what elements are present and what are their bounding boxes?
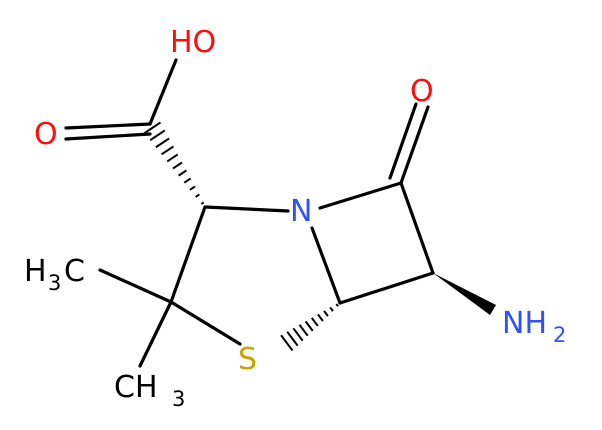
methyl-upper-subscript: 3 <box>48 271 61 295</box>
bond-acid-c-oh <box>148 58 178 126</box>
hydroxyl-label: HO <box>170 25 216 60</box>
hash-stroke-sulfur <box>292 327 304 342</box>
hash-stroke-sulfur <box>335 303 339 307</box>
methyl-lower-subscript: 3 <box>172 387 185 411</box>
hash-stroke-acid <box>166 153 179 163</box>
methyl-lower-label: CH <box>114 370 158 405</box>
bond-c7-o-2 <box>388 102 418 180</box>
hash-stroke-sulfur <box>298 324 309 337</box>
hash-stroke-acid <box>160 145 175 156</box>
hash-stroke-sulfur <box>323 310 329 317</box>
ring-nitrogen-label: N <box>290 194 312 229</box>
bond-n-c7 <box>318 181 403 210</box>
hash-stroke-acid <box>183 177 192 184</box>
bond-acid-c-o-2 <box>64 132 152 141</box>
bond-acid-c-o-1 <box>64 122 152 130</box>
bond-c7-o-1 <box>399 105 430 185</box>
methyl-upper-c-label: C <box>64 254 85 289</box>
sulfur-label: S <box>238 342 257 377</box>
bond-c5-n <box>310 226 342 305</box>
hash-stroke-sulfur <box>304 320 314 332</box>
hash-stroke-acid <box>155 137 170 149</box>
lactam-oxygen-label: O <box>410 74 434 109</box>
bond-c3-c2 <box>169 205 207 304</box>
methyl-upper-h-label: H <box>24 254 47 289</box>
acid-oxygen-label: O <box>34 117 58 152</box>
hash-stroke-sulfur <box>329 306 334 312</box>
hash-stroke-acid <box>200 201 205 205</box>
hash-stroke-sulfur <box>286 331 299 347</box>
hash-stroke-acid <box>143 121 162 134</box>
bond-c3-n <box>203 205 290 213</box>
hash-stroke-acid <box>189 185 196 191</box>
hash-stroke-acid <box>195 193 200 198</box>
hashed-wedge-acid <box>143 121 205 205</box>
hash-stroke-acid <box>172 161 183 170</box>
bond-c2-methyl-lower <box>138 300 173 368</box>
hashed-wedge-sulfur <box>280 303 339 352</box>
hash-stroke-sulfur <box>280 334 294 352</box>
bond-c6-c5 <box>338 271 435 305</box>
hash-stroke-acid <box>178 169 187 177</box>
amine-label: NH <box>502 306 547 341</box>
bond-c2-methyl-upper <box>98 268 173 304</box>
solid-wedge-amine <box>433 273 496 315</box>
hash-stroke-sulfur <box>310 317 319 327</box>
hash-stroke-sulfur <box>317 313 324 322</box>
hash-stroke-acid <box>149 129 166 141</box>
bond-c2-s <box>169 300 242 346</box>
bond-c7-c6 <box>399 181 435 275</box>
amine-subscript: 2 <box>553 323 566 347</box>
